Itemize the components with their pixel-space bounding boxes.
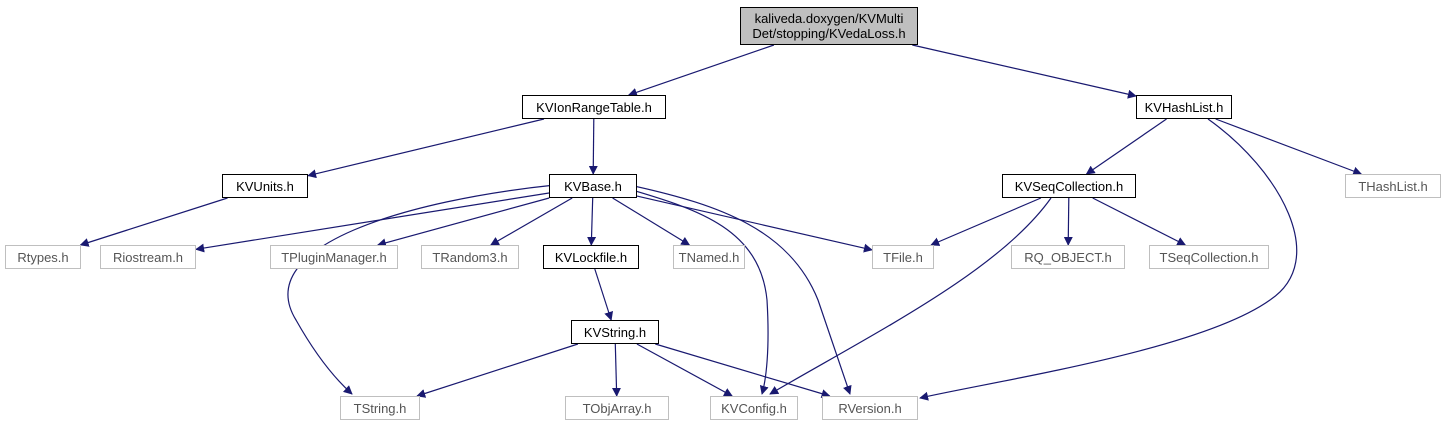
edge-kvbase-to-tnamed [612,197,691,246]
edge-kvionrangetable-to-kvunits [307,118,545,179]
node-kvseqcollection-h[interactable]: KVSeqCollection.h [1002,174,1136,198]
node-tstring-h: TString.h [340,396,420,420]
node-kvunits-h[interactable]: KVUnits.h [222,174,308,198]
edge-kvseqcollection-to-tseqcollection [1092,197,1187,246]
edge-kvseqcollection-to-rqobject [1063,197,1073,246]
edge-kvunits-to-rtypes [79,197,228,247]
edge-kvlockfile-to-kvstring [594,268,614,321]
node-kvlockfile-h[interactable]: KVLockfile.h [543,245,639,269]
edge-kvstring-to-rversion [655,343,831,398]
edge-kvstring-to-kvconfig [636,343,733,397]
edge-kvbase-to-tfile [636,195,873,253]
edge-kvbase-to-kvlockfile [587,197,597,246]
edge-kvbase-to-tpluginmanager [376,197,550,248]
node-kvstring-h[interactable]: KVString.h [571,320,659,344]
edge-root-to-kvionrangetable [627,44,775,97]
edge-kvstring-to-tstring [416,343,579,398]
node-tpluginmanager-h: TPluginManager.h [270,245,398,269]
edge-kvbase-to-riostream [195,192,550,253]
edge-kvstring-to-tobjarray [611,343,621,397]
node-tnamed-h: TNamed.h [673,245,745,269]
node-tobjarray-h: TObjArray.h [565,396,669,420]
node-kvconfig-h: KVConfig.h [710,396,798,420]
edge-kvbase-to-trandom3 [490,197,573,246]
node-kvbase-h[interactable]: KVBase.h [549,174,637,198]
node-thashlist-h: THashList.h [1345,174,1441,198]
node-rversion-h: RVersion.h [822,396,918,420]
node-kvedaloss-h[interactable]: kaliveda.doxygen/KVMulti Det/stopping/KV… [740,7,918,45]
edge-kvbase-to-kvconfig [631,189,769,395]
edge-kvhashlist-to-thashlist [1215,118,1363,176]
node-rq-object-h: RQ_OBJECT.h [1011,245,1125,269]
node-kvhashlist-h[interactable]: KVHashList.h [1136,95,1232,119]
edge-kvseqcollection-to-tfile [930,197,1042,246]
edge-root-to-kvhashlist [912,44,1137,99]
node-tseqcollection-h: TSeqCollection.h [1149,245,1269,269]
node-riostream-h: Riostream.h [100,245,196,269]
edge-kvhashlist-to-rversion [919,118,1298,401]
edge-kvbase-to-tstring [287,184,556,395]
node-tfile-h: TFile.h [872,245,934,269]
edge-kvbase-to-rversion [633,185,852,395]
edge-kvhashlist-to-kvseqcollection [1085,118,1167,175]
edge-kvionrangetable-to-kvbase [588,118,598,175]
node-trandom3-h: TRandom3.h [421,245,519,269]
edge-kvseqcollection-to-kvconfig [769,197,1052,395]
node-rtypes-h: Rtypes.h [5,245,81,269]
node-kvionrangetable-h[interactable]: KVIonRangeTable.h [522,95,666,119]
